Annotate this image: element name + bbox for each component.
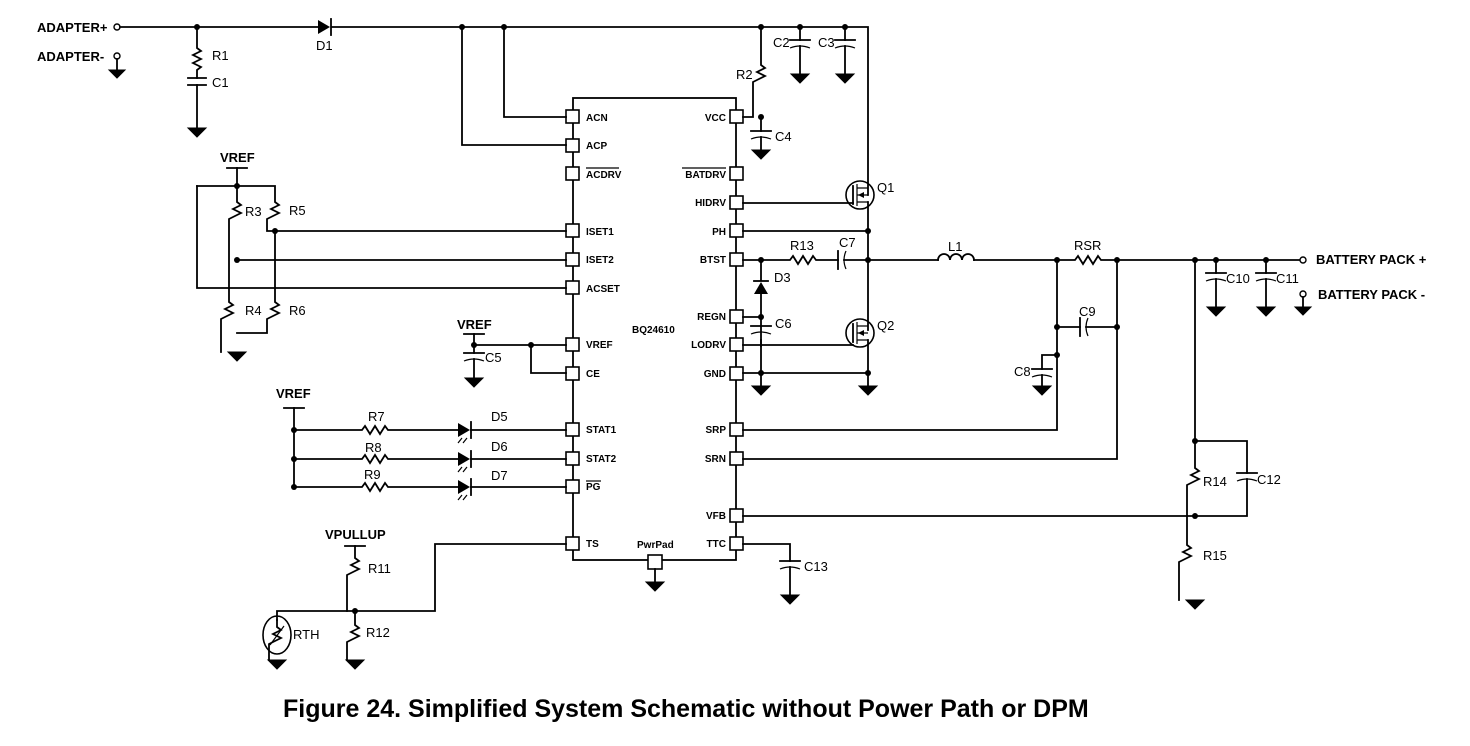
q2-mosfet — [845, 318, 875, 348]
svg-text:C11: C11 — [1276, 271, 1299, 286]
pin-label: BTST — [700, 255, 726, 266]
ttc-section: C13 — [644, 543, 828, 605]
svg-text:R14: R14 — [1203, 474, 1227, 489]
pin-label: ISET1 — [586, 227, 614, 238]
svg-text:D5: D5 — [491, 409, 508, 424]
svg-text:Q2: Q2 — [877, 318, 894, 333]
svg-text:C5: C5 — [485, 350, 502, 365]
svg-text:R13: R13 — [790, 238, 814, 253]
svg-text:R8: R8 — [365, 440, 382, 455]
svg-text:C6: C6 — [775, 316, 792, 331]
battery-pos-label: BATTERY PACK + — [1316, 252, 1427, 267]
svg-text:Q1: Q1 — [877, 180, 894, 195]
svg-text:RTH: RTH — [293, 627, 319, 642]
svg-text:D7: D7 — [491, 468, 508, 483]
d1-diode — [318, 20, 330, 34]
svg-text:C2: C2 — [773, 35, 790, 50]
pwrpad-pin — [647, 554, 663, 570]
svg-text:R5: R5 — [289, 203, 306, 218]
svg-text:L1: L1 — [948, 239, 962, 254]
svg-text:R3: R3 — [245, 204, 262, 219]
svg-text:C3: C3 — [818, 35, 835, 50]
adapter-section: ADAPTER+ ADAPTER- D1 R1 C1 — [37, 18, 869, 196]
ic-right-pin-labels: VCC BATDRV HIDRV PH BTST REGN LODRV GND … — [685, 113, 726, 550]
pin-label: ACN — [586, 113, 608, 124]
pin-label: SRP — [705, 425, 726, 436]
svg-text:R9: R9 — [364, 467, 381, 482]
svg-text:D6: D6 — [491, 439, 508, 454]
svg-text:VREF: VREF — [220, 150, 255, 165]
status-leds: VREF R7 R8 R9 D5 D6 D7 — [276, 386, 567, 501]
svg-text:D1: D1 — [316, 38, 333, 53]
pin-label: PG — [586, 482, 601, 493]
svg-text:R2: R2 — [736, 67, 753, 82]
pin-label: TS — [586, 539, 599, 550]
svg-text:VPULLUP: VPULLUP — [325, 527, 386, 542]
pin-label: TTC — [707, 539, 726, 550]
pin-label: ACDRV — [586, 170, 622, 181]
svg-text:C7: C7 — [839, 235, 856, 250]
ic-right-pins — [729, 109, 744, 551]
power-stage: Q1 Q2 R13 C7 D3 C6 — [742, 180, 1198, 396]
battery-section: BATTERY PACK + BATTERY PACK - C10 C11 R1… — [742, 252, 1427, 610]
pin-label: STAT2 — [586, 454, 617, 465]
ic-left-pins — [565, 109, 580, 551]
pin-label: GND — [704, 369, 726, 380]
svg-text:R1: R1 — [212, 48, 229, 63]
svg-text:R11: R11 — [368, 561, 391, 576]
iset-network: VREF R3 R5 R4 R6 — [196, 150, 567, 362]
pin-label: CE — [586, 369, 600, 380]
pwrpad-label: PwrPad — [637, 540, 674, 551]
pin-label: ACP — [586, 141, 607, 152]
pin-label: ACSET — [586, 284, 620, 295]
pin-label: HIDRV — [695, 198, 726, 209]
adapter-pos-label: ADAPTER+ — [37, 20, 108, 35]
pin-label: STAT1 — [586, 425, 617, 436]
svg-text:C1: C1 — [212, 75, 229, 90]
svg-text:C12: C12 — [1257, 472, 1281, 487]
ic-name: BQ24610 — [632, 325, 675, 336]
ts-network: VPULLUP R11 R12 RTH — [262, 527, 567, 670]
svg-text:VREF: VREF — [457, 317, 492, 332]
svg-text:R4: R4 — [245, 303, 262, 318]
svg-text:C13: C13 — [804, 559, 828, 574]
svg-text:R15: R15 — [1203, 548, 1227, 563]
vcc-section: R2 C2 C3 C4 — [736, 24, 856, 160]
vref-ce-section: VREF C5 — [457, 317, 567, 388]
rth-thermistor — [262, 615, 292, 655]
pin-label: LODRV — [691, 340, 726, 351]
svg-text:C9: C9 — [1079, 304, 1096, 319]
svg-text:RSR: RSR — [1074, 238, 1101, 253]
pin-label: ISET2 — [586, 255, 614, 266]
pin-label: BATDRV — [685, 170, 726, 181]
svg-text:D3: D3 — [774, 270, 791, 285]
pin-label: VREF — [586, 340, 613, 351]
ic-left-pin-labels: ACN ACP ACDRV ISET1 ISET2 ACSET VREF CE … — [586, 113, 622, 550]
pin-label: PH — [712, 227, 726, 238]
svg-text:VREF: VREF — [276, 386, 311, 401]
pin-label: VFB — [706, 511, 726, 522]
sense-network: C9 C8 — [742, 259, 1120, 460]
svg-text:R12: R12 — [366, 625, 390, 640]
pin-label: SRN — [705, 454, 726, 465]
pin-label: VCC — [705, 113, 726, 124]
adapter-neg-label: ADAPTER- — [37, 49, 104, 64]
battery-neg-label: BATTERY PACK - — [1318, 287, 1425, 302]
svg-text:R6: R6 — [289, 303, 306, 318]
q1-mosfet — [845, 180, 875, 210]
svg-text:C4: C4 — [775, 129, 792, 144]
pin-label: REGN — [697, 312, 726, 323]
figure-caption: Figure 24. Simplified System Schematic w… — [283, 695, 1089, 723]
svg-text:R7: R7 — [368, 409, 385, 424]
svg-text:C10: C10 — [1226, 271, 1250, 286]
svg-text:C8: C8 — [1014, 364, 1031, 379]
